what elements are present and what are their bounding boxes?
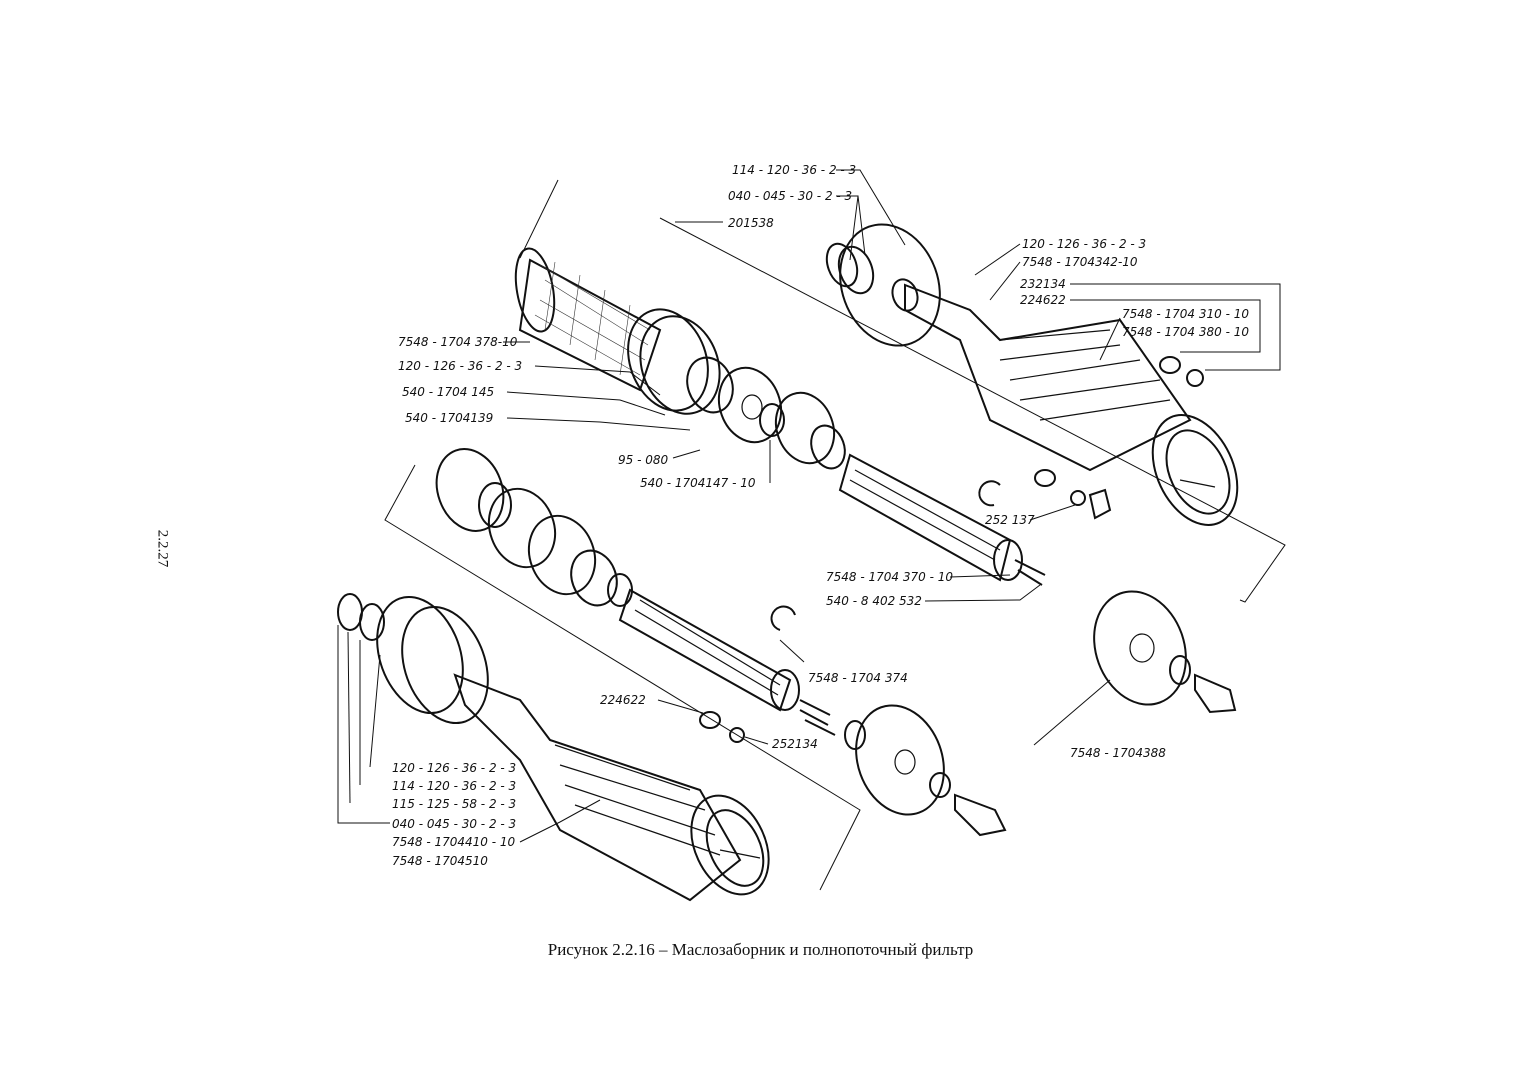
lower-cover: [855, 704, 1007, 837]
callout-label: 7548 - 1704510: [392, 854, 488, 868]
callout-label: 040 - 045 - 30 - 2 - 3: [392, 817, 516, 831]
callout-label: 540 - 1704 145: [402, 385, 494, 399]
callout-label: 201538: [728, 216, 774, 230]
callout-label: 224622: [1020, 293, 1066, 307]
callout-label: 7548 - 1704410 - 10: [392, 835, 516, 849]
strainer-callouts: 7548 - 1704 378-10 120 - 126 - 36 - 2 - …: [398, 335, 756, 490]
callout-label: 7548 - 1704388: [1070, 746, 1166, 760]
callout-label: 7548 - 1704 378-10: [398, 335, 518, 349]
callout-label: 95 - 080: [618, 453, 668, 467]
callout-label: 540 - 1704147 - 10: [640, 476, 756, 490]
figure-caption: Рисунок 2.2.16 – Маслозаборник и полнопо…: [547, 940, 974, 959]
left-disc-stack: [435, 448, 633, 607]
upper-filter-callouts: 114 - 120 - 36 - 2 - 3 040 - 045 - 30 - …: [728, 163, 1249, 339]
right-cover-callouts: 7548 - 1704388: [1070, 746, 1166, 760]
callout-label: 040 - 045 - 30 - 2 - 3: [728, 189, 852, 203]
callout-label: 114 - 120 - 36 - 2 - 3: [732, 163, 856, 177]
lower-filter-callouts: 224622 252134 120 - 126 - 36 - 2 - 3 114…: [392, 693, 818, 868]
callout-label: 224622: [600, 693, 646, 707]
callout-label: 115 - 125 - 58 - 2 - 3: [392, 797, 516, 811]
callout-label: 7548 - 1704 374: [808, 671, 908, 685]
center-shaft: [838, 453, 1046, 586]
callout-label: 120 - 126 - 36 - 2 - 3: [1022, 237, 1146, 251]
upper-filter-housing: [825, 223, 1239, 526]
bracket-lines: [384, 179, 1286, 891]
strainer-assembly: [514, 247, 846, 470]
shaft-callouts: 252 137 7548 - 1704 370 - 10 540 - 8 402…: [808, 513, 1035, 685]
callout-label: 540 - 1704139: [405, 411, 493, 425]
right-cover: [1093, 590, 1237, 714]
callout-label: 120 - 126 - 36 - 2 - 3: [398, 359, 522, 373]
callout-label: 7548 - 1704 370 - 10: [826, 570, 953, 584]
callout-label: 120 - 126 - 36 - 2 - 3: [392, 761, 516, 775]
lower-shaft: [618, 588, 866, 750]
leader-lines: [337, 169, 1281, 843]
callout-label: 252 137: [985, 513, 1035, 527]
callout-label: 252134: [772, 737, 818, 751]
callout-label: 232134: [1020, 277, 1066, 291]
callout-label: 7548 - 1704 310 - 10: [1122, 307, 1249, 321]
callout-label: 540 - 8 402 532: [826, 594, 922, 608]
callout-label: 7548 - 1704342-10: [1022, 255, 1138, 269]
callout-label: 7548 - 1704 380 - 10: [1122, 325, 1249, 339]
callout-label: 114 - 120 - 36 - 2 - 3: [392, 779, 516, 793]
lower-filter-housing: [337, 593, 770, 902]
